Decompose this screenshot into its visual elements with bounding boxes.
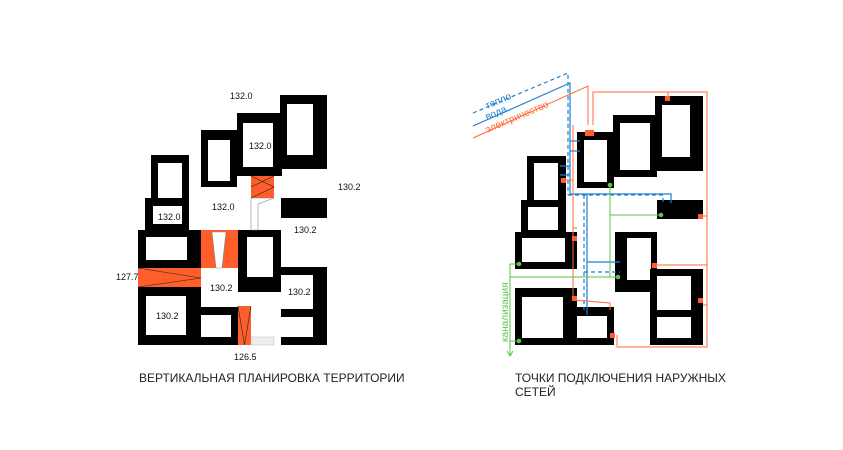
ramp-top xyxy=(250,175,275,231)
building-right xyxy=(281,267,327,345)
vertical-planning-plan: 132.0 132.0 130.2 132.0 132.0 130.2 127.… xyxy=(116,91,405,385)
elevation-label: 132.0 xyxy=(249,141,272,151)
utility-connection-plan: тепло вода электричество канализация ТОЧ… xyxy=(472,72,726,399)
building-middle-top xyxy=(237,113,282,176)
ramp-center xyxy=(201,230,238,269)
electricity-line xyxy=(472,85,708,348)
buildings xyxy=(515,96,703,345)
elevation-label: 130.2 xyxy=(338,182,361,192)
elevation-label: 132.0 xyxy=(212,202,235,212)
building-bar xyxy=(281,198,327,218)
elevation-label: 132.0 xyxy=(230,91,253,101)
elevation-label: 130.2 xyxy=(294,225,317,235)
heat-line xyxy=(472,72,664,310)
elevation-label: 127.7 xyxy=(116,272,139,282)
elevation-label: 130.2 xyxy=(210,283,233,293)
building-middle-right xyxy=(238,230,281,292)
legend-sewer: канализация xyxy=(500,282,511,342)
building-left-top xyxy=(201,130,237,187)
right-plan-title-line2: СЕТЕЙ xyxy=(515,384,556,399)
building-tower-top xyxy=(280,95,327,169)
left-plan-title: ВЕРТИКАЛЬНАЯ ПЛАНИРОВКА ТЕРРИТОРИИ xyxy=(139,371,405,385)
ramp-bottom xyxy=(237,305,275,346)
sewer-line xyxy=(506,182,664,357)
water-line xyxy=(472,82,672,315)
elevation-label: 130.2 xyxy=(156,311,179,321)
building-lower-left xyxy=(137,230,238,345)
elevation-label: 130.2 xyxy=(288,287,311,297)
elevation-label: 126.5 xyxy=(234,352,257,362)
right-plan-title-line1: ТОЧКИ ПОДКЛЮЧЕНИЯ НАРУЖНЫХ xyxy=(515,371,726,385)
elevation-label: 132.0 xyxy=(158,212,181,222)
building-narrow-tower xyxy=(145,155,189,230)
